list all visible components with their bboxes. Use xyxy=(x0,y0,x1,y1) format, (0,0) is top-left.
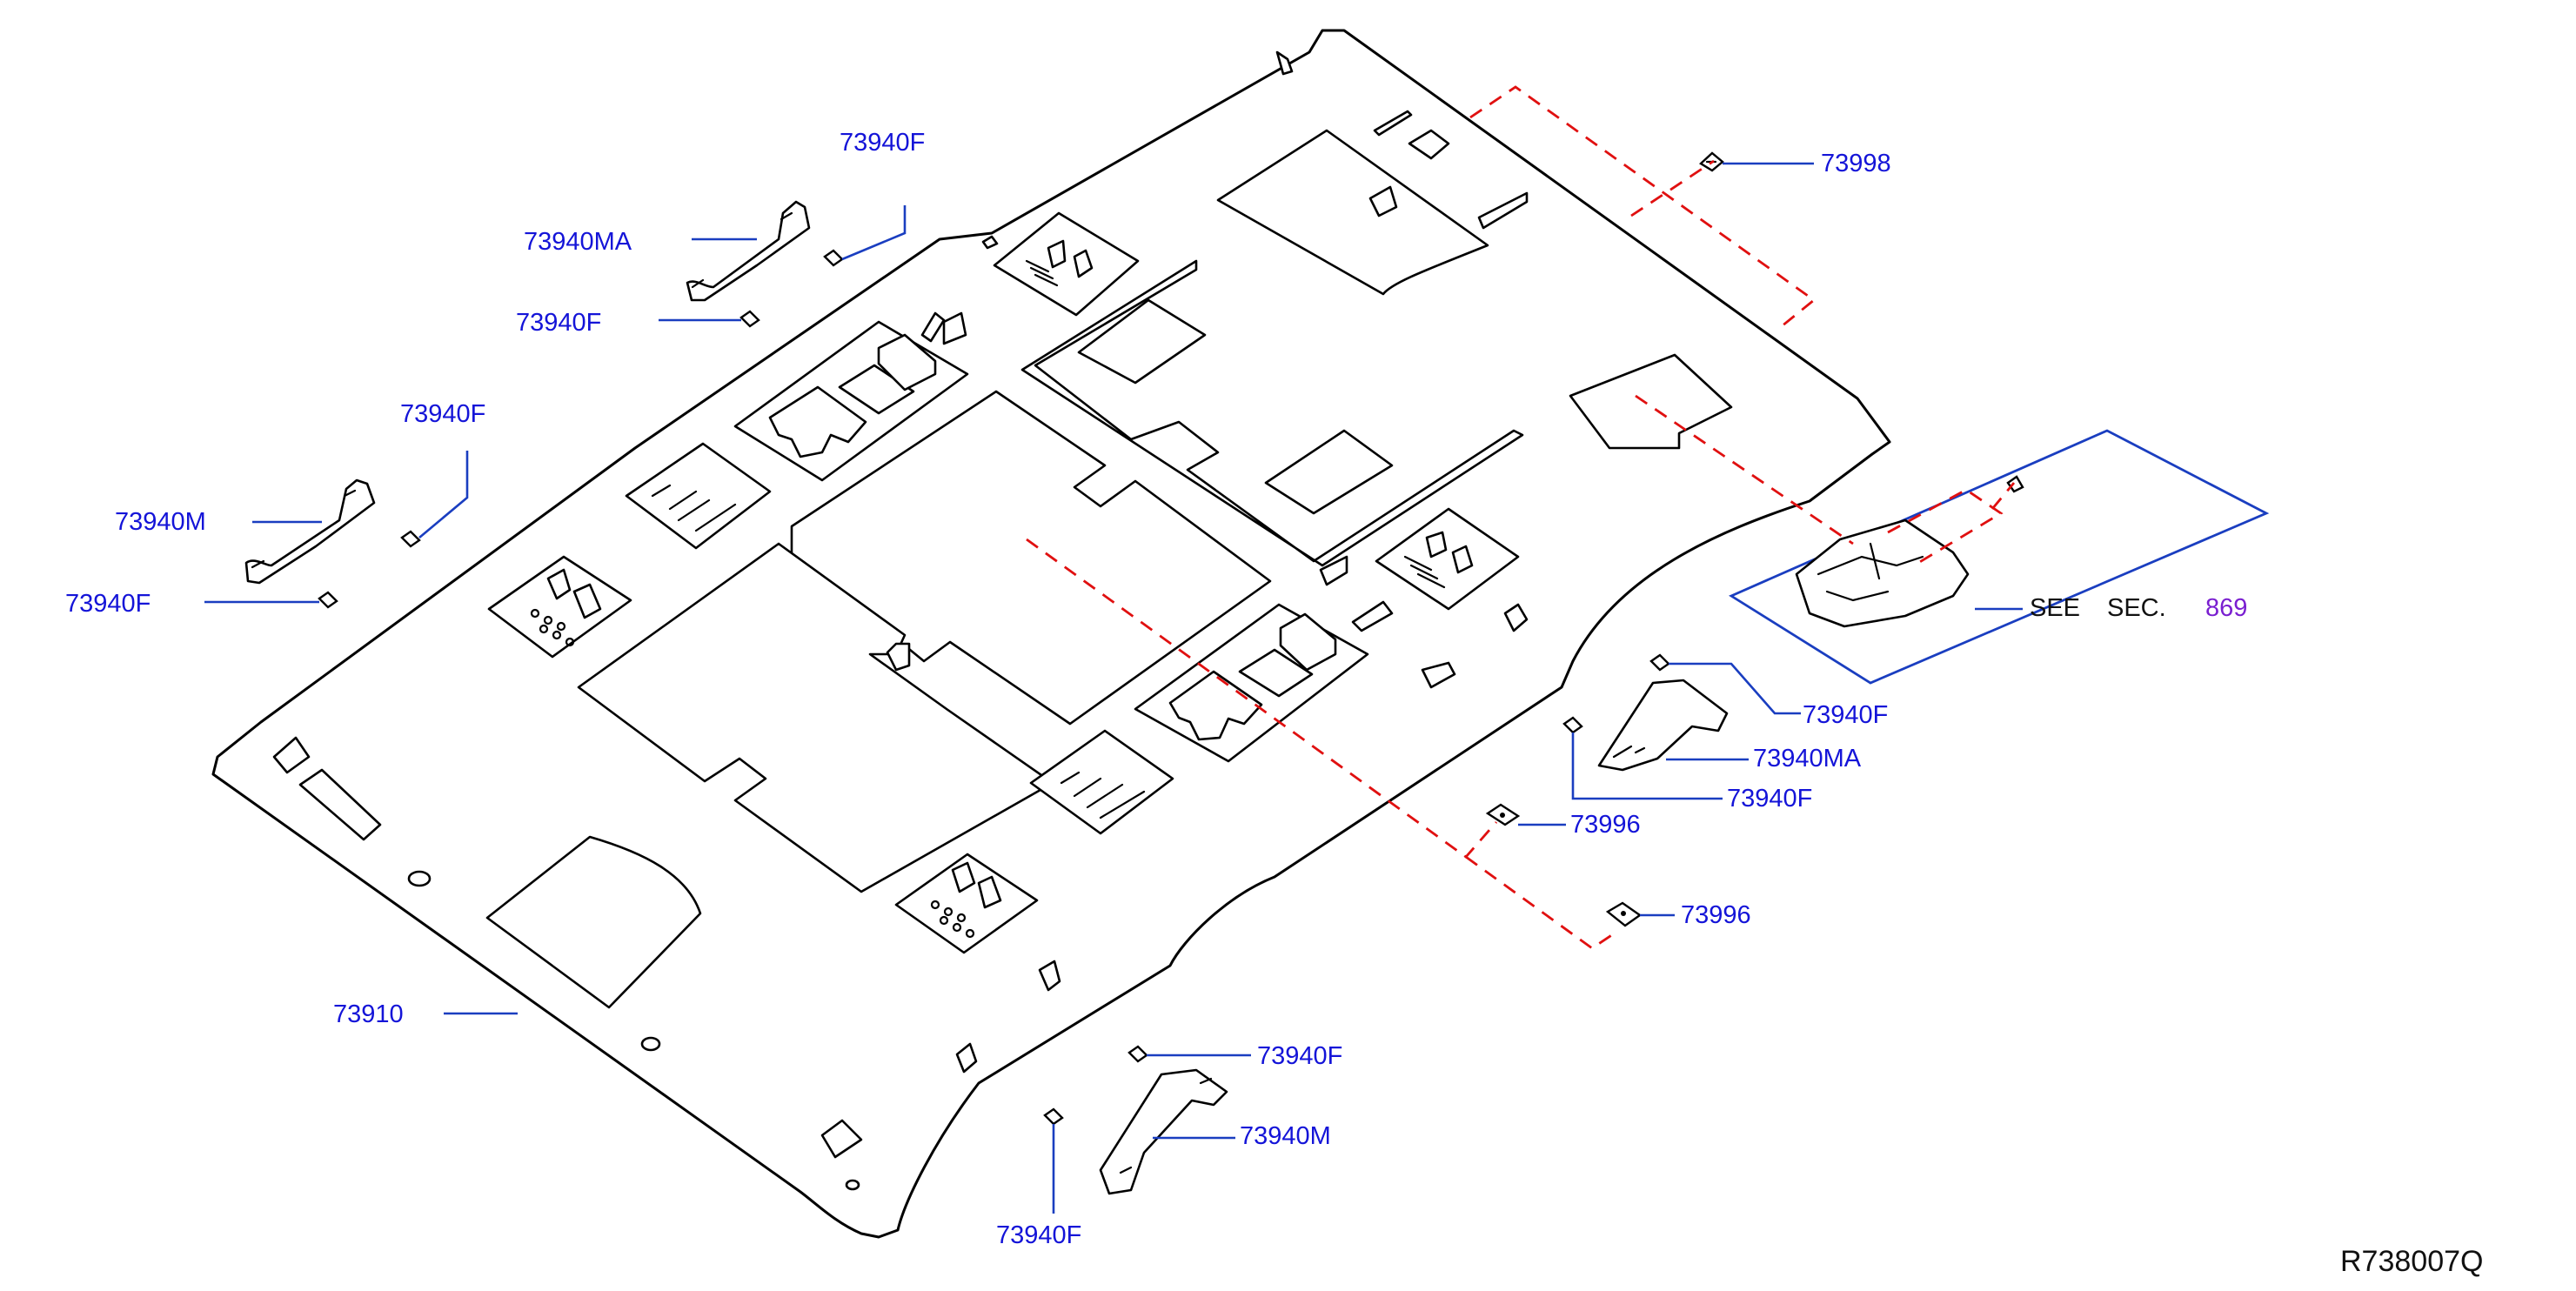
pad-front-center xyxy=(993,211,1140,317)
see-label: SEE xyxy=(2030,594,2081,622)
diagram-code: R738007Q xyxy=(2340,1245,2484,1278)
phantom-lines xyxy=(1026,85,2016,950)
label-73940f-left-2[interactable]: 73940F xyxy=(400,400,486,428)
bracket-shapes xyxy=(318,249,1670,1126)
label-73940f-top[interactable]: 73940F xyxy=(840,129,926,157)
clip-73996-a[interactable] xyxy=(1485,803,1521,826)
grip-front-right-drawing[interactable] xyxy=(1597,679,1729,772)
assist-handle-console-left xyxy=(733,311,969,482)
grip-rear-right-drawing[interactable] xyxy=(1099,1068,1228,1195)
label-73996-b[interactable]: 73996 xyxy=(1681,901,1751,929)
label-73996-a[interactable]: 73996 xyxy=(1570,811,1641,839)
grip-rear-left-drawing[interactable] xyxy=(244,478,376,585)
pad-lower-center xyxy=(1029,729,1174,835)
grip-front-left-drawing[interactable] xyxy=(686,200,811,302)
label-73940f-left-1[interactable]: 73940F xyxy=(516,309,602,337)
overhead-console-callout[interactable] xyxy=(1729,429,2270,685)
label-73940f-right-1[interactable]: 73940F xyxy=(1803,701,1889,729)
section-link-869[interactable]: 869 xyxy=(2205,594,2248,622)
label-73998[interactable]: 73998 xyxy=(1821,150,1891,177)
label-73940m-left[interactable]: 73940M xyxy=(115,508,206,536)
label-73940f-bottom-2[interactable]: 73940F xyxy=(996,1221,1082,1249)
pad-mid-right xyxy=(1375,507,1520,611)
dome-lamp-bezel xyxy=(886,642,911,672)
label-73910[interactable]: 73910 xyxy=(333,1000,404,1028)
label-73940ma-left[interactable]: 73940MA xyxy=(524,228,632,256)
pad-rear-left xyxy=(625,442,772,550)
label-73940m-right[interactable]: 73940M xyxy=(1240,1122,1331,1150)
label-73940ma-right[interactable]: 73940MA xyxy=(1753,745,1862,773)
label-73940f-left-3[interactable]: 73940F xyxy=(65,590,151,618)
assist-handle-console-right xyxy=(1134,555,1369,763)
pad-rear-left-2 xyxy=(487,555,632,659)
headlining-panel[interactable] xyxy=(211,29,1891,1239)
leader-lines xyxy=(204,162,2023,1214)
label-73940f-right-2[interactable]: 73940F xyxy=(1727,785,1813,813)
label-73940f-bottom-1[interactable]: 73940F xyxy=(1257,1042,1343,1070)
clip-73996-b[interactable] xyxy=(1605,901,1643,927)
pad-lower-left xyxy=(894,853,1039,954)
sec-label: SEC. xyxy=(2107,594,2166,622)
